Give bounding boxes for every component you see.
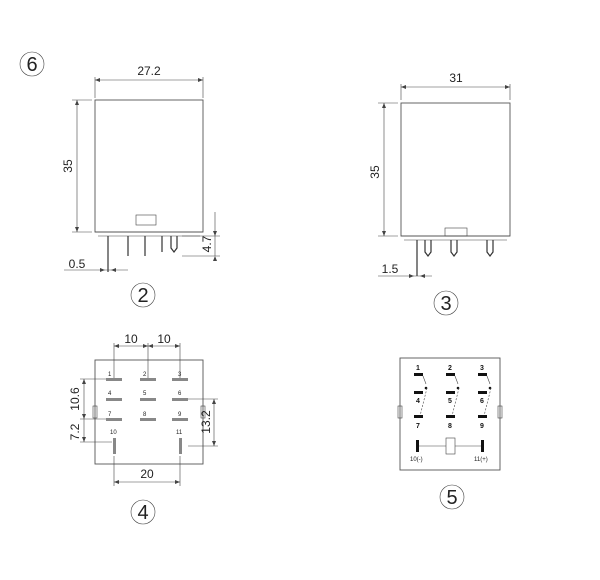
pitch-x1-dim: 10 [124,332,138,346]
side-width-dim: 31 [449,71,463,85]
pin-slot [106,398,122,401]
figure-label-6: 6 [19,51,45,77]
pin-slot [172,378,188,381]
front-pin-length-dim: 4.7 [200,235,214,252]
svg-text:5: 5 [446,487,457,509]
coil-minus-label: 10(-) [410,457,423,463]
figure-label-2: 2 [130,282,156,308]
schematic-pin-number: 5 [448,398,452,405]
side-pin [486,240,494,257]
front-width-dim: 27.2 [137,64,161,78]
pin-slot [140,378,156,381]
side-pin-offset-dim: 1.5 [382,262,399,276]
pin-number: 9 [178,412,182,418]
coil-symbol [445,437,456,455]
side-notch-left [92,405,98,419]
side-notch-right [200,405,206,419]
pin-number: 8 [143,412,147,418]
wiring-schematic: 1 2 3 4 5 6 7 8 9 10(-) 11(+) [397,357,503,471]
schematic-pin-number: 4 [416,398,420,405]
schematic-pin-number: 2 [448,365,452,372]
pin-slot [113,438,116,454]
pin-number: 11 [176,430,183,436]
coil-plus-label: 11(+) [474,457,488,463]
pin-number: 2 [143,372,147,378]
side-height-dim: 35 [368,165,382,179]
svg-text:6: 6 [26,54,37,76]
schematic-notch-left [397,405,403,419]
schematic-pin-number: 6 [480,398,484,405]
figure-label-3: 3 [433,290,459,316]
pitch-x2-dim: 10 [157,332,171,346]
front-view: 27.2 35 4.7 0.5 [61,64,220,272]
svg-text:4: 4 [137,502,148,524]
relay-body-side [400,102,511,237]
pin-slot [179,438,182,454]
pin-number: 5 [143,391,147,397]
schematic-pin-number: 8 [448,423,452,430]
span-dim: 20 [140,467,154,481]
front-latch [135,214,157,226]
pin-number: 1 [108,372,112,378]
relay-body-front [94,99,204,233]
figure-label-4: 4 [130,499,156,525]
front-height-dim: 35 [61,159,75,173]
pin-slot [172,398,188,401]
svg-text:2: 2 [137,285,148,307]
svg-text:3: 3 [440,293,451,315]
schematic-pin-number: 1 [416,365,420,372]
pitch-y2-dim: 7.2 [68,423,82,440]
schematic-pin-number: 9 [480,423,484,430]
schematic-pin-number: 3 [480,365,484,372]
pin-number: 10 [110,430,117,436]
pin-number: 4 [108,391,112,397]
figure-label-5: 5 [439,484,465,510]
pin-slot [106,378,122,381]
pitch-y-dim: 10.6 [68,387,82,411]
side-pin [424,240,432,257]
pitch-y3-dim: 13.2 [199,410,213,434]
pin-slot [106,418,122,421]
side-view: 31 35 1.5 [368,71,511,278]
pin-number: 7 [108,412,112,418]
pin-slot [140,398,156,401]
front-pin-thickness-dim: 0.5 [69,257,86,271]
side-pin [450,240,458,257]
bottom-view: 1 2 3 4 5 6 7 8 9 10 11 10 10 10.6 7.2 [68,332,218,486]
pin-number: 6 [178,391,182,397]
pin-slot [172,418,188,421]
schematic-pin-number: 7 [416,423,420,430]
front-pin [170,236,178,253]
schematic-notch-right [497,405,503,419]
pin-slot [140,418,156,421]
